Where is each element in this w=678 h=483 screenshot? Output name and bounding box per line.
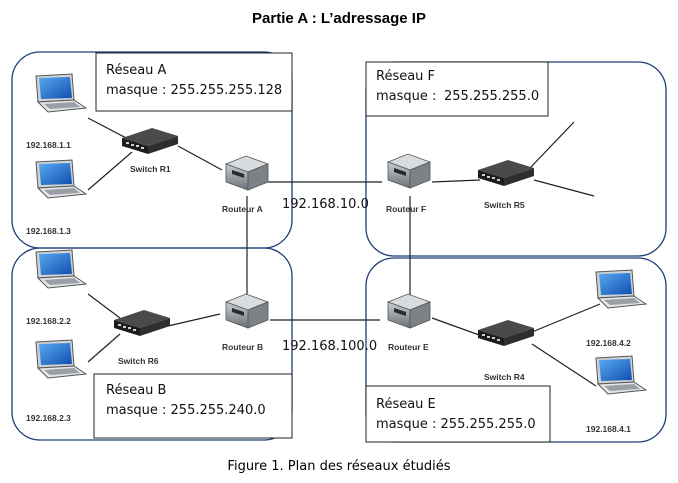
page-title: Partie A : L’adressage IP bbox=[252, 10, 426, 27]
network-e-box bbox=[365, 385, 551, 443]
link-label-b-e: 192.168.100.0 bbox=[282, 339, 377, 354]
network-b-box bbox=[93, 373, 293, 439]
pc-label-192-168-4-2: 192.168.4.2 bbox=[586, 338, 631, 348]
laptop-icon bbox=[35, 249, 87, 289]
switch-icon bbox=[478, 160, 534, 186]
network-e-name: Réseau E bbox=[376, 397, 436, 412]
switch-icon bbox=[122, 128, 178, 154]
switch-label-r4: Switch R4 bbox=[484, 372, 525, 382]
laptop-icon bbox=[595, 355, 647, 395]
pc-label-192-168-2-2: 192.168.2.2 bbox=[26, 316, 71, 326]
network-a-mask: masque : 255.255.255.128 bbox=[106, 83, 282, 98]
network-f-mask-label: masque : bbox=[376, 89, 436, 104]
router-icon bbox=[387, 153, 431, 189]
pc-label-192-168-4-1: 192.168.4.1 bbox=[586, 424, 631, 434]
link-label-a-f: 192.168.10.0 bbox=[282, 197, 369, 212]
router-label-e: Routeur E bbox=[388, 342, 429, 352]
network-b-name: Réseau B bbox=[106, 383, 166, 398]
cables bbox=[87, 117, 601, 387]
switch-icon bbox=[478, 320, 534, 346]
network-f-name: Réseau F bbox=[376, 69, 435, 84]
network-e-mask: masque : 255.255.255.0 bbox=[376, 417, 536, 432]
router-label-b: Routeur B bbox=[222, 342, 263, 352]
router-icon bbox=[225, 293, 269, 329]
switch-label-r1: Switch R1 bbox=[130, 164, 171, 174]
network-f-box bbox=[365, 61, 549, 117]
pc-label-192-168-2-3: 192.168.2.3 bbox=[26, 413, 71, 423]
pc-label-192-168-1-3: 192.168.1.3 bbox=[26, 226, 71, 236]
switch-label-r5: Switch R5 bbox=[484, 200, 525, 210]
network-f-mask-value: 255.255.255.0 bbox=[444, 89, 539, 104]
network-b-boundary bbox=[11, 247, 293, 441]
switch-icon bbox=[114, 310, 170, 336]
laptop-icon bbox=[35, 73, 87, 113]
network-a-box bbox=[95, 52, 293, 112]
laptop-icon bbox=[595, 269, 647, 309]
laptop-icon bbox=[35, 339, 87, 379]
switch-label-r6: Switch R6 bbox=[118, 356, 159, 366]
router-icon bbox=[225, 155, 269, 191]
figure-caption: Figure 1. Plan des réseaux étudiés bbox=[227, 459, 451, 474]
laptop-icon bbox=[35, 159, 87, 199]
network-a-name: Réseau A bbox=[106, 63, 167, 78]
pc-label-192-168-1-1: 192.168.1.1 bbox=[26, 140, 71, 150]
router-label-a: Routeur A bbox=[222, 204, 263, 214]
router-icon bbox=[387, 293, 431, 329]
network-b-mask: masque : 255.255.240.0 bbox=[106, 403, 266, 418]
router-label-f: Routeur F bbox=[386, 204, 426, 214]
